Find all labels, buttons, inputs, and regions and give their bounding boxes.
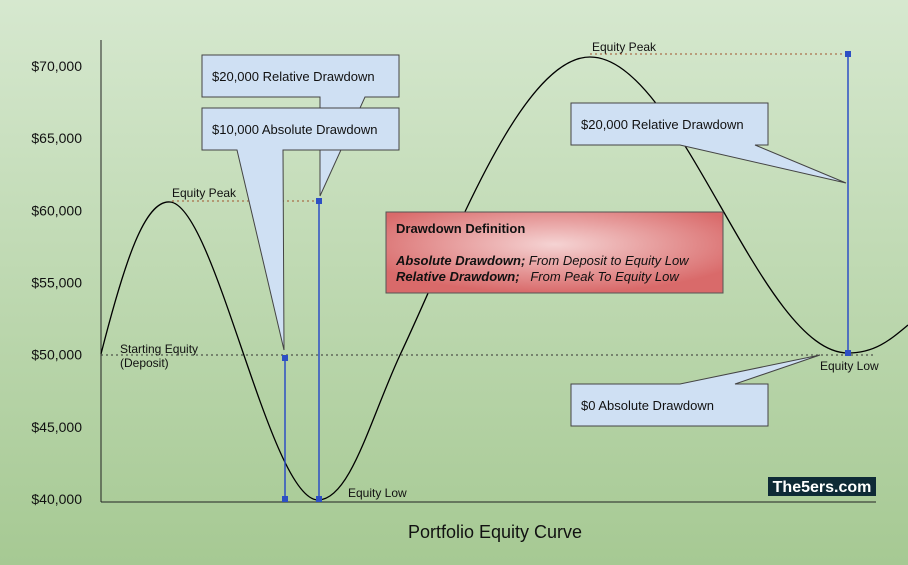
markers: [282, 51, 851, 502]
callout-absolute-1: $10,000 Absolute Drawdown: [201, 107, 400, 351]
equity-curve: [100, 56, 908, 501]
y-axis-ticks: $70,000 $65,000 $60,000 $55,000 $50,000 $45,0…: [31, 58, 82, 507]
relative-desc: From Peak To Equity Low: [520, 269, 681, 284]
equity-low-label-2: Equity Low: [820, 359, 879, 373]
marker: [316, 496, 322, 502]
chart-title: Portfolio Equity Curve: [408, 522, 582, 542]
marker: [845, 350, 851, 356]
callout-relative-2: $20,000 Relative Drawdown: [570, 102, 847, 184]
watermark-logo: The5ers.com: [773, 479, 872, 496]
drawdown-definition-box: Drawdown Definition Absolute Drawdown; F…: [385, 211, 724, 294]
y-tick-label: $55,000: [31, 275, 82, 291]
y-tick-label: $70,000: [31, 58, 82, 74]
absolute-desc: From Deposit to Equity Low: [525, 253, 690, 268]
definition-title: Drawdown Definition: [396, 221, 525, 236]
callout-text: $10,000 Absolute Drawdown: [212, 122, 378, 137]
deposit-label: (Deposit): [120, 356, 169, 370]
watermark-bg: [768, 477, 876, 496]
y-tick-label: $50,000: [31, 347, 82, 363]
marker: [282, 496, 288, 502]
definition-relative: Relative Drawdown; From Peak To Equity L…: [396, 269, 680, 284]
y-tick-label: $65,000: [31, 130, 82, 146]
relative-term: Relative Drawdown;: [396, 269, 520, 284]
y-tick-label: $45,000: [31, 419, 82, 435]
callout-absolute-2: $0 Absolute Drawdown: [570, 354, 821, 427]
callout-text: $20,000 Relative Drawdown: [581, 117, 744, 132]
marker: [316, 198, 322, 204]
callout-text: $20,000 Relative Drawdown: [212, 69, 375, 84]
marker: [282, 355, 288, 361]
y-tick-label: $60,000: [31, 202, 82, 218]
definition-absolute: Absolute Drawdown; From Deposit to Equit…: [395, 253, 690, 268]
equity-low-label-1: Equity Low: [348, 486, 407, 500]
starting-equity-label: Starting Equity: [120, 342, 198, 356]
marker: [845, 51, 851, 57]
absolute-term: Absolute Drawdown;: [395, 253, 525, 268]
y-tick-label: $40,000: [31, 491, 82, 507]
equity-peak-label-2: Equity Peak: [592, 40, 657, 54]
callout-text: $0 Absolute Drawdown: [581, 398, 714, 413]
equity-peak-label-1: Equity Peak: [172, 186, 237, 200]
